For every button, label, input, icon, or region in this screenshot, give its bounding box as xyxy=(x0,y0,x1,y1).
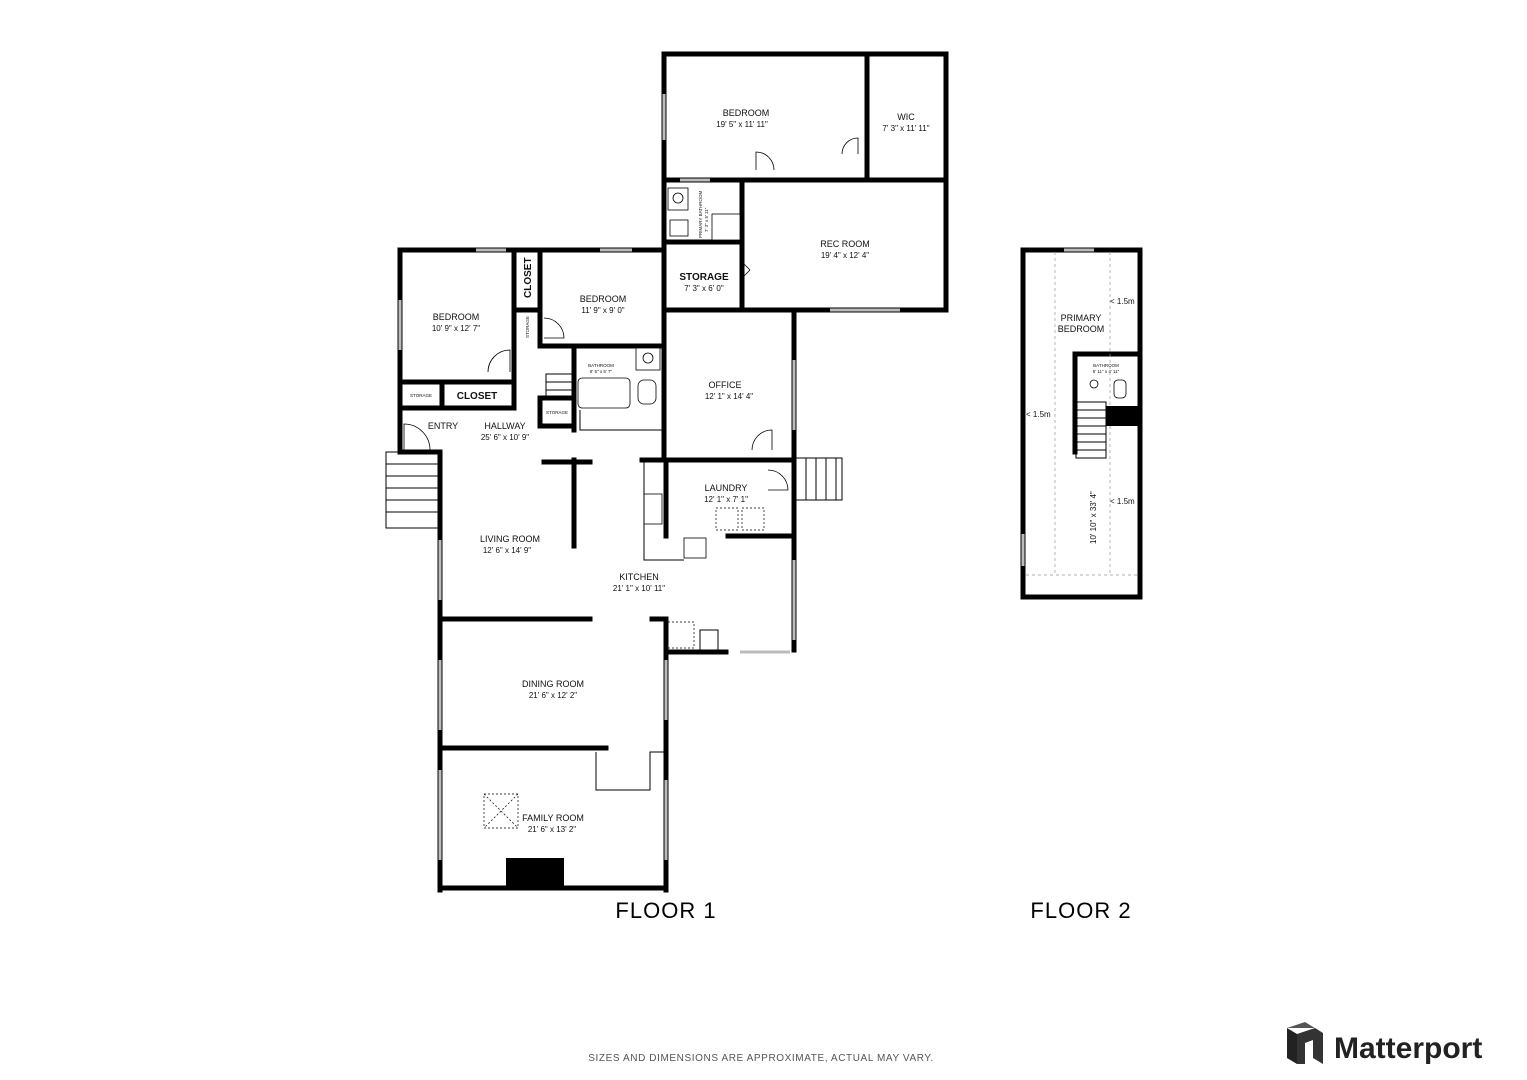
floor2-label: FLOOR 2 xyxy=(1030,898,1131,923)
room-bedroom-west-name: BEDROOM xyxy=(433,312,480,322)
room-office-dims: 12' 1" x 14' 4" xyxy=(705,392,753,401)
height-marker-3: < 1.5m xyxy=(1110,497,1135,506)
floor1-walls xyxy=(397,51,949,893)
matterport-brand-text: Matterport xyxy=(1334,1032,1482,1065)
room-bedroom-west-dims: 10' 9" x 12' 7" xyxy=(432,324,480,333)
height-marker-1: < 1.5m xyxy=(1110,297,1135,306)
room-entry-name: ENTRY xyxy=(428,421,458,431)
room-bedroom-middle-dims: 11' 9" x 9' 0" xyxy=(581,306,624,315)
room-kitchen-name: KITCHEN xyxy=(619,572,659,582)
room-dining-room-dims: 21' 6" x 12' 2" xyxy=(529,691,577,700)
room-closet-horizontal-name: CLOSET xyxy=(457,391,498,402)
room-bedroom-north-dims: 19' 5" x 11' 11" xyxy=(716,120,768,129)
matterport-logo-icon xyxy=(1287,1022,1323,1064)
room-primary-bedroom-name-1: PRIMARY xyxy=(1061,313,1102,323)
room-laundry-dims: 12' 1" x 7' 1" xyxy=(704,495,748,504)
room-family-room-name: FAMILY ROOM xyxy=(522,813,584,823)
room-dining-room-name: DINING ROOM xyxy=(522,679,584,689)
floor1-windows xyxy=(398,94,900,860)
room-rec-room-name: REC ROOM xyxy=(820,239,870,249)
room-bathroom-upper-dims: 5' 11" x 4' 11" xyxy=(1093,369,1120,374)
room-primary-bathroom-dims: 7' 3" x 5' 11" xyxy=(704,207,709,232)
room-family-room-dims: 21' 6" x 13' 2" xyxy=(528,825,576,834)
room-primary-bedroom-name-2: BEDROOM xyxy=(1058,324,1105,334)
floor1-fixtures xyxy=(483,187,765,829)
room-closet-vertical-name: CLOSET xyxy=(523,257,534,298)
floor1-labels: BEDROOM 19' 5" x 11' 11" WIC 7' 3" x 11'… xyxy=(410,108,930,834)
room-rec-room-dims: 19' 4" x 12' 4" xyxy=(821,251,869,260)
floor2-labels: PRIMARY BEDROOM 10' 10" x 33' 4" BATHROO… xyxy=(1026,297,1135,544)
room-storage-small-3-name: STORAGE xyxy=(410,393,432,398)
room-office-name: OFFICE xyxy=(709,380,742,390)
floor1-label: FLOOR 1 xyxy=(615,898,716,923)
room-bathroom-name: BATHROOM xyxy=(588,363,614,368)
room-storage-large-name: STORAGE xyxy=(679,272,729,283)
room-storage-large-dims: 7' 3" x 6' 0" xyxy=(684,284,724,293)
room-kitchen-dims: 21' 1" x 10' 11" xyxy=(613,584,665,593)
room-wic-name: WIC xyxy=(897,112,915,122)
room-primary-bathroom-name: PRIMARY BATHROOM xyxy=(698,190,703,238)
height-marker-2: < 1.5m xyxy=(1026,410,1051,419)
room-hallway-name: HALLWAY xyxy=(484,421,525,431)
room-laundry-name: LAUNDRY xyxy=(705,483,748,493)
room-hallway-dims: 25' 6" x 10' 9" xyxy=(481,433,529,442)
room-bedroom-middle-name: BEDROOM xyxy=(580,294,627,304)
room-living-room-name: LIVING ROOM xyxy=(480,534,540,544)
room-wic-dims: 7' 3" x 11' 11" xyxy=(882,124,929,133)
room-bathroom-dims: 8' 5" x 5' 7" xyxy=(590,369,613,374)
room-living-room-dims: 12' 6" x 14' 9" xyxy=(483,546,531,555)
room-storage-small-1-name: STORAGE xyxy=(525,316,530,338)
disclaimer-text: SIZES AND DIMENSIONS ARE APPROXIMATE, AC… xyxy=(588,1053,933,1064)
room-bathroom-upper-name: BATHROOM xyxy=(1093,363,1119,368)
floor2-walls xyxy=(1020,247,1143,600)
room-bedroom-north-name: BEDROOM xyxy=(723,108,770,118)
room-storage-small-2-name: STORAGE xyxy=(546,410,568,415)
floor1-doors xyxy=(403,137,859,491)
floor1-stairs xyxy=(385,373,843,529)
room-primary-bedroom-dims: 10' 10" x 33' 4" xyxy=(1089,491,1098,544)
